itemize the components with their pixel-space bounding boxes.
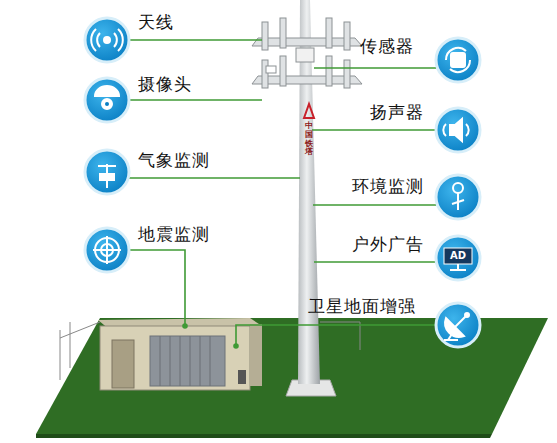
- callout-label: 扬声器: [370, 102, 424, 122]
- antenna-platforms: [252, 18, 362, 88]
- callout-label: 摄像头: [138, 74, 192, 94]
- callout-icons: [85, 18, 480, 347]
- callout-label: 户外广告: [352, 234, 424, 254]
- callout-label: 地震监测: [138, 224, 210, 244]
- callout-label: 气象监测: [138, 150, 210, 170]
- equipment-room: [98, 318, 262, 390]
- callout-label: 天线: [138, 12, 174, 32]
- tower-logo-text: 中国铁塔: [305, 122, 313, 157]
- callout-label: 卫星地面增强: [308, 296, 416, 316]
- callout-label: 传感器: [360, 36, 414, 56]
- ground-edge: [36, 434, 492, 438]
- tower-logo: [304, 104, 314, 118]
- leader-lines: [129, 40, 436, 348]
- ad-icon-text: AD: [450, 251, 466, 261]
- callout-label: 环境监测: [352, 176, 424, 196]
